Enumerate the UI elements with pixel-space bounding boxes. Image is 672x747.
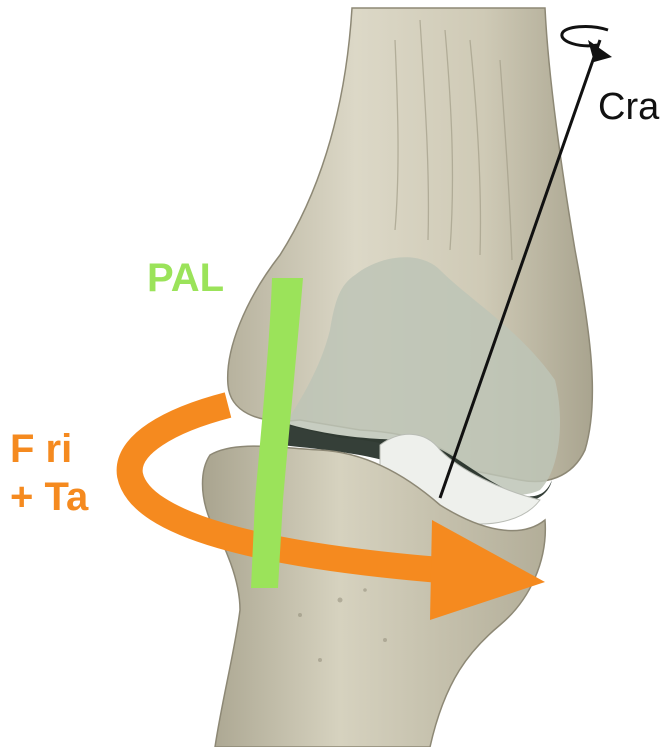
pal-label: PAL [147, 258, 224, 298]
rotation-label-line2: + Ta [10, 473, 88, 521]
cranial-label: Cra [598, 88, 659, 126]
circular-arrow-icon [562, 27, 608, 46]
rotation-label-line1: F ri [10, 425, 88, 473]
rotation-label: F ri + Ta [10, 425, 88, 521]
